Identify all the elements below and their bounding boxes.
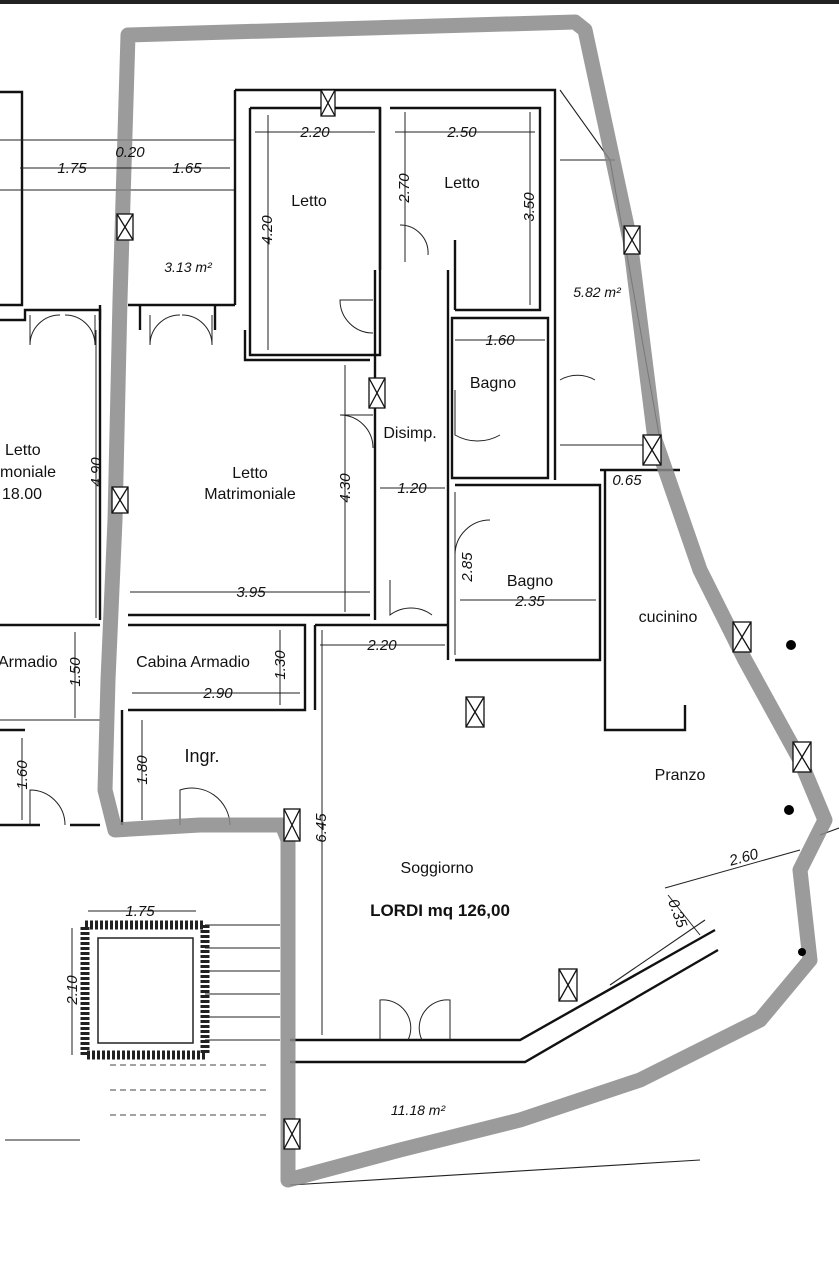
column-markers [111, 89, 812, 1150]
dim-0-65: 0.65 [612, 472, 642, 489]
room-label-letto-left-1: Letto [5, 442, 41, 459]
area-balcony-left: 3.13 m² [164, 259, 213, 275]
interior-walls [70, 88, 839, 1186]
room-label-ingresso: Ingr. [184, 746, 219, 766]
dim-4-30: 4.30 [337, 473, 354, 503]
room-labels: Letto Letto Letto moniale 18.00 Letto Ma… [0, 175, 705, 920]
property-boundary [97, 14, 833, 1188]
top-border [0, 0, 839, 4]
dim-1-30: 1.30 [272, 650, 289, 680]
dim-1-20: 1.20 [397, 480, 427, 497]
room-label-letto-2: Letto [444, 175, 480, 192]
room-label-bagno-2: Bagno [507, 573, 553, 590]
area-balcony-right: 5.82 m² [573, 284, 622, 300]
dim-1-60-bagno: 1.60 [485, 332, 515, 349]
dim-1-75-stair: 1.75 [125, 903, 155, 920]
dim-2-85: 2.85 [459, 552, 476, 583]
room-label-letto-1: Letto [291, 193, 327, 210]
dim-2-50: 2.50 [446, 124, 477, 141]
dim-2-10: 2.10 [64, 975, 81, 1006]
doors [29, 224, 596, 1041]
room-label-soggiorno: Soggiorno [401, 860, 474, 877]
dim-2-20-mid: 2.20 [366, 637, 397, 654]
stairwell [80, 920, 280, 1116]
marker-dots [784, 640, 806, 956]
dim-4-20: 4.20 [259, 215, 276, 245]
neighbour-walls [0, 90, 235, 1141]
dim-1-80: 1.80 [134, 755, 151, 785]
dimension-lines [20, 112, 801, 1055]
dim-1-65: 1.65 [172, 160, 202, 177]
dim-2-90: 2.90 [202, 685, 233, 702]
dim-2-60: 2.60 [727, 845, 761, 869]
dim-4-90: 4.90 [88, 457, 105, 487]
dim-0-20: 0.20 [115, 144, 145, 161]
room-label-cucinino: cucinino [639, 609, 698, 626]
area-labels: 3.13 m² 5.82 m² 11.18 m² [164, 259, 622, 1118]
room-label-pranzo: Pranzo [655, 767, 706, 784]
room-label-armadio: Armadio [0, 654, 58, 671]
dim-3-95: 3.95 [236, 584, 266, 601]
dim-1-50: 1.50 [67, 657, 84, 687]
total-area-label: LORDI mq 126,00 [370, 901, 510, 920]
room-label-letto-matrimoniale-2: Matrimoniale [204, 486, 296, 503]
dim-2-20-top: 2.20 [299, 124, 330, 141]
room-label-letto-left-area: 18.00 [2, 486, 42, 503]
room-label-bagno-1: Bagno [470, 375, 516, 392]
room-label-disimp: Disimp. [383, 425, 436, 442]
dim-1-75-top: 1.75 [57, 160, 87, 177]
dim-6-45: 6.45 [313, 813, 330, 843]
dimension-labels: 2.20 2.50 0.20 1.75 1.65 2.70 4.20 3.50 … [14, 124, 761, 1006]
dim-1-60-left: 1.60 [14, 760, 31, 790]
dim-2-35: 2.35 [514, 593, 545, 610]
dim-2-70: 2.70 [396, 173, 413, 204]
area-terrace: 11.18 m² [391, 1102, 447, 1118]
dim-0-35: 0.35 [664, 897, 690, 931]
room-label-letto-matrimoniale-1: Letto [232, 465, 268, 482]
dim-3-50: 3.50 [521, 192, 538, 222]
room-label-cabina-armadio: Cabina Armadio [136, 654, 250, 671]
room-label-letto-left-2: moniale [0, 464, 56, 481]
